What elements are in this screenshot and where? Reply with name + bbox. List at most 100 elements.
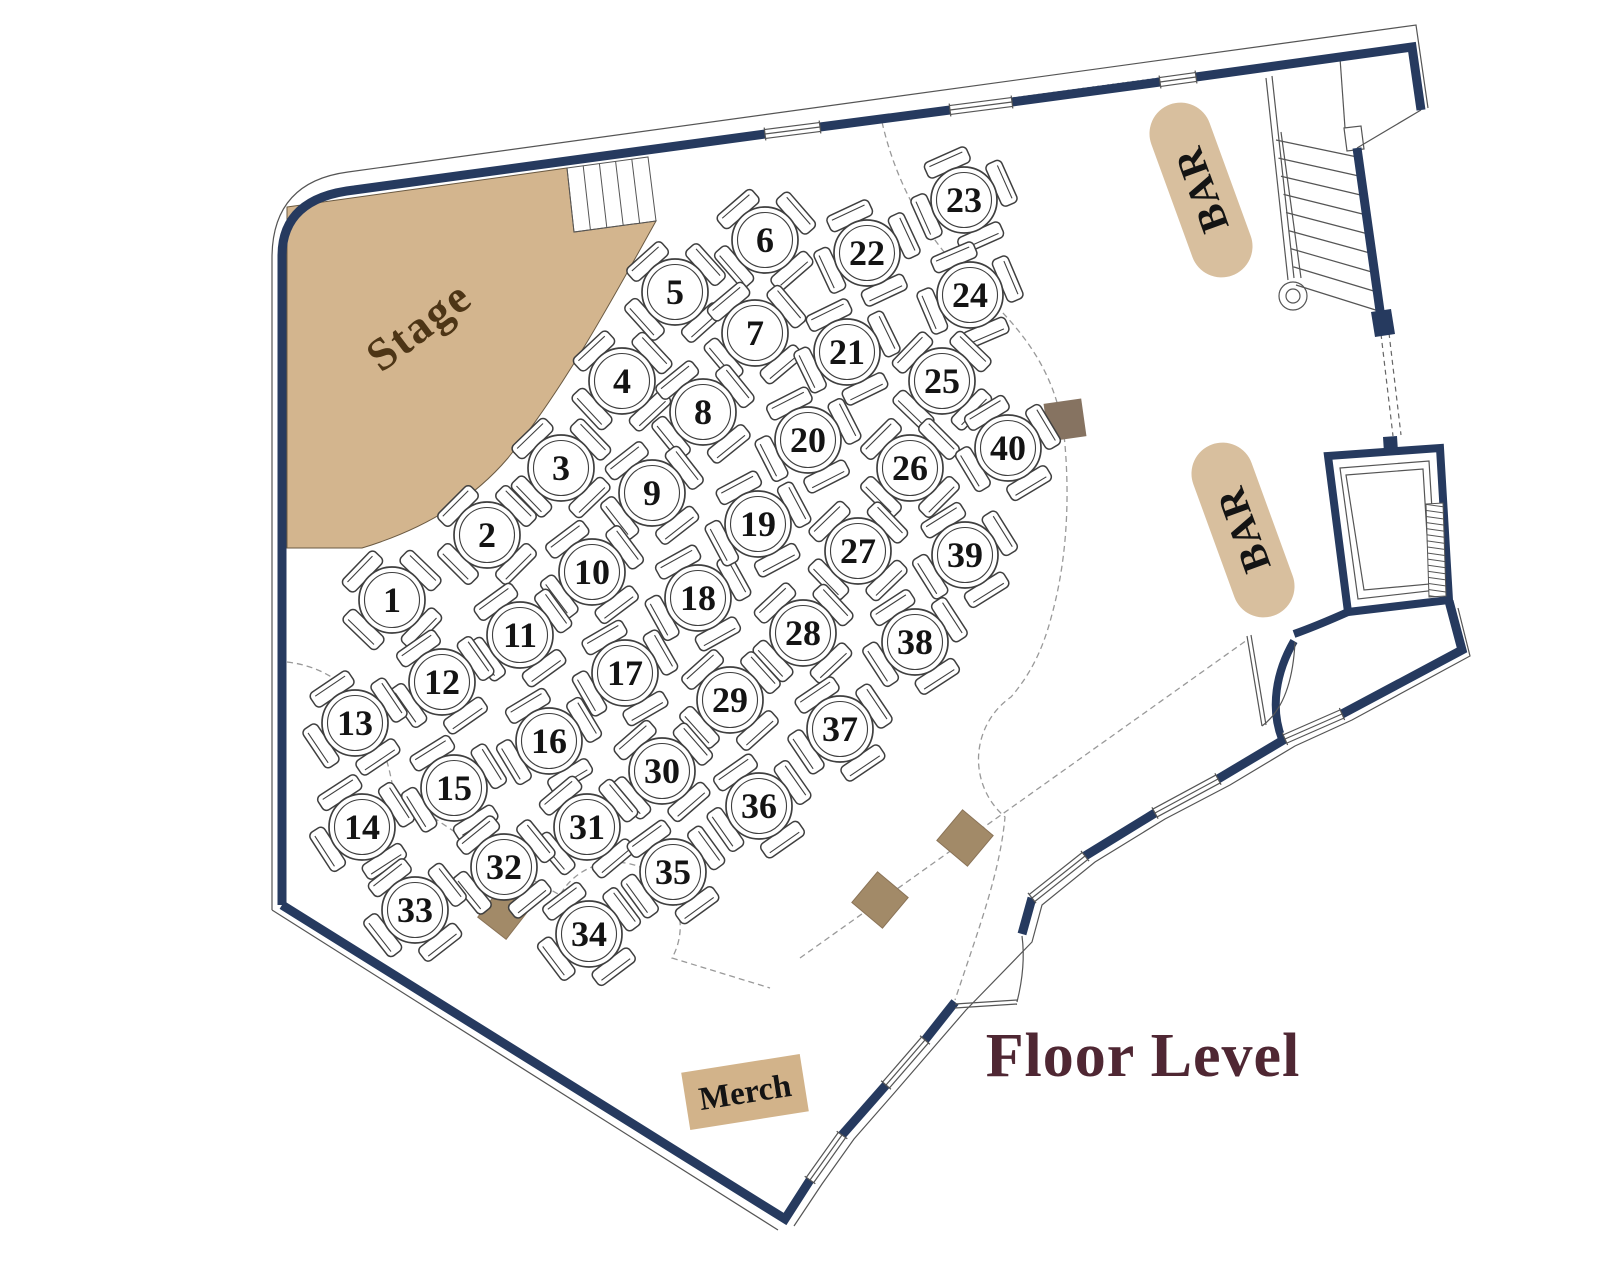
entry-door[interactable] (954, 935, 1024, 1009)
table-number: 34 (571, 914, 607, 954)
chair-icon (456, 635, 495, 682)
table-26[interactable]: 26 (859, 417, 962, 520)
pillar (851, 871, 909, 929)
table-7[interactable]: 7 (702, 280, 807, 385)
table-number: 30 (644, 751, 680, 791)
table-number: 1 (383, 580, 401, 620)
table-30[interactable]: 30 (610, 719, 715, 824)
table-number: 5 (666, 272, 684, 312)
table-number: 33 (397, 890, 433, 930)
tables: 1234567891011121314151617181920212223242… (301, 145, 1062, 988)
table-34[interactable]: 34 (536, 881, 643, 988)
chair-icon (794, 676, 840, 714)
stage-steps-icon (566, 156, 657, 233)
table-number: 8 (694, 392, 712, 432)
table-9[interactable]: 9 (599, 440, 705, 546)
table-23[interactable]: 23 (909, 145, 1018, 254)
pillar (936, 809, 994, 867)
table-number: 16 (531, 721, 567, 761)
staircase (1265, 57, 1383, 313)
merch-table: Merch (681, 1053, 809, 1131)
table-number: 3 (552, 448, 570, 488)
table-3[interactable]: 3 (509, 416, 612, 519)
table-38[interactable]: 38 (861, 588, 969, 696)
table-17[interactable]: 17 (571, 619, 680, 728)
table-number: 15 (436, 768, 472, 808)
table-2[interactable]: 2 (436, 484, 539, 587)
table-number: 38 (897, 622, 933, 662)
table-27[interactable]: 27 (806, 499, 909, 602)
table-number: 20 (790, 420, 826, 460)
chair-icon (753, 582, 797, 624)
chair-icon (538, 775, 583, 816)
bar-counter (1191, 442, 1295, 618)
table-number: 2 (478, 515, 496, 555)
exterior-lines (271, 24, 1471, 1231)
table-11[interactable]: 11 (466, 581, 573, 688)
chair-icon (759, 820, 806, 859)
table-12[interactable]: 12 (388, 628, 496, 736)
table-number: 25 (924, 361, 960, 401)
table-13[interactable]: 13 (301, 669, 409, 777)
table-number: 37 (822, 709, 858, 749)
bar-upper: BAR (1149, 102, 1253, 278)
table-number: 21 (829, 332, 865, 372)
table-39[interactable]: 39 (911, 501, 1019, 609)
table-40[interactable]: 40 (954, 394, 1062, 502)
stair-newel-icon (1278, 281, 1308, 311)
table-number: 40 (990, 428, 1026, 468)
table-32[interactable]: 32 (451, 814, 557, 920)
table-number: 24 (952, 275, 988, 315)
table-number: 12 (424, 662, 460, 702)
table-number: 29 (712, 680, 748, 720)
table-33[interactable]: 33 (362, 857, 468, 963)
table-number: 7 (746, 313, 764, 353)
wall-stub (1371, 309, 1395, 337)
table-number: 17 (607, 653, 643, 693)
window-icon (948, 95, 1014, 117)
table-number: 18 (680, 578, 716, 618)
chair-icon (572, 330, 616, 372)
table-25[interactable]: 25 (890, 329, 993, 432)
table-36[interactable]: 36 (705, 752, 813, 860)
table-number: 11 (503, 615, 537, 655)
table-24[interactable]: 24 (915, 240, 1024, 349)
table-number: 22 (849, 233, 885, 273)
window-icon (763, 120, 822, 141)
window-icon (1281, 707, 1346, 746)
window-icon (1158, 70, 1198, 89)
table-15[interactable]: 15 (400, 734, 508, 842)
table-6[interactable]: 6 (713, 188, 818, 293)
chair-icon (855, 683, 893, 729)
side-door[interactable] (1246, 634, 1296, 727)
table-21[interactable]: 21 (792, 297, 901, 406)
table-4[interactable]: 4 (570, 329, 674, 433)
walls (277, 41, 1468, 1226)
table-14[interactable]: 14 (308, 773, 416, 881)
table-19[interactable]: 19 (703, 469, 812, 578)
table-number: 27 (840, 531, 876, 571)
table-16[interactable]: 16 (495, 687, 603, 795)
chair-icon (887, 212, 921, 260)
elevator (1323, 436, 1454, 617)
table-20[interactable]: 20 (753, 385, 862, 494)
table-29[interactable]: 29 (678, 648, 782, 752)
table-number: 28 (785, 613, 821, 653)
table-5[interactable]: 5 (623, 240, 727, 344)
table-10[interactable]: 10 (539, 519, 646, 626)
table-number: 31 (569, 807, 605, 847)
table-37[interactable]: 37 (786, 675, 894, 783)
table-1[interactable]: 1 (340, 548, 443, 651)
table-number: 14 (344, 807, 380, 847)
table-22[interactable]: 22 (812, 198, 921, 307)
door-swing-icon (1016, 935, 1024, 1003)
page-title: Floor Level (986, 1022, 1301, 1090)
door-swing-icon (1261, 641, 1296, 727)
table-18[interactable]: 18 (644, 544, 753, 653)
table-35[interactable]: 35 (619, 818, 726, 925)
table-number: 35 (655, 852, 691, 892)
table-number: 10 (574, 552, 610, 592)
table-28[interactable]: 28 (751, 581, 855, 685)
